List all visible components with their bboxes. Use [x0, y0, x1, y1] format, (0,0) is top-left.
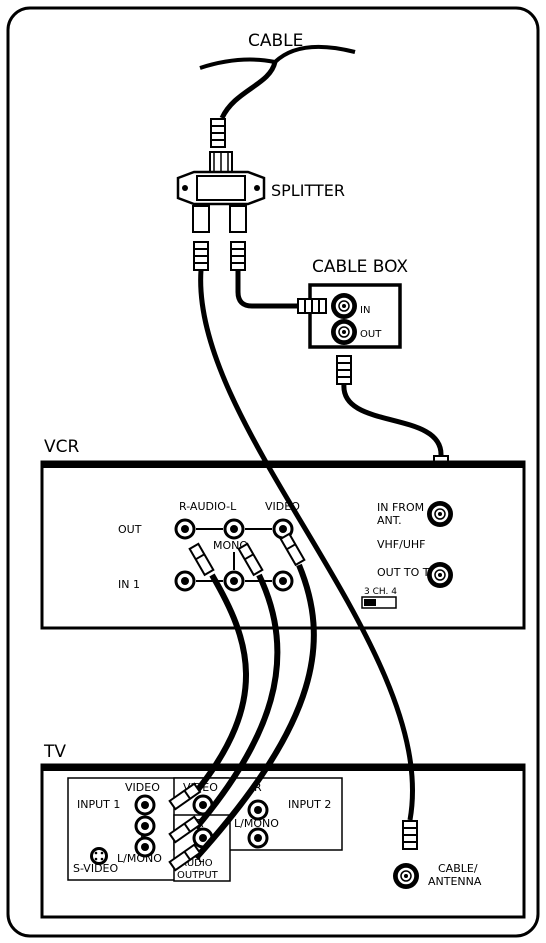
cable-label: CABLE [248, 31, 303, 51]
vcr-in1-l-jack [223, 570, 245, 592]
splitter-to-box-cable [235, 270, 300, 309]
tv-svideo-label: S-VIDEO [73, 862, 118, 875]
vcr-out-to-tv-label: OUT TO TV [377, 566, 438, 579]
box-to-vcr-cable [341, 383, 444, 456]
tv-cable-antenna-label-1: CABLE/ [438, 862, 478, 875]
cable-to-splitter [219, 61, 278, 120]
rca-plug-tv-2 [168, 815, 202, 844]
tv-input1-r-jack [134, 815, 156, 837]
vcr-out-r-jack [174, 518, 196, 540]
vcr-video-cable [193, 563, 317, 861]
splitter [176, 170, 266, 206]
cable-box-in-label: IN [360, 305, 370, 316]
tv-audio-output-label-1: AUDIO [180, 858, 213, 869]
rca-plug-tv-1 [168, 782, 202, 811]
splitter-out2-connector [230, 241, 246, 271]
rca-plug-vcr-video [279, 532, 306, 567]
tv-lmono2-label: L/MONO [234, 817, 279, 830]
cable-connector [210, 118, 226, 148]
rca-plug-vcr-r [188, 542, 215, 577]
vcr-audio-l-cable [193, 573, 281, 830]
tv-video1-label: VIDEO [125, 781, 160, 794]
tv-audio-output-label-2: OUTPUT [177, 870, 219, 881]
vcr-in-from-label-1: IN FROM [377, 501, 424, 514]
box-out-connector [336, 355, 352, 385]
vcr-audio-r-cable [193, 573, 249, 794]
rca-plug-vcr-l [237, 542, 264, 577]
tv-r1-label: R [140, 830, 148, 843]
splitter-label: SPLITTER [271, 181, 345, 200]
vcr-antenna-in-jack [426, 500, 454, 528]
vcr-vhf-uhf-label: VHF/UHF [377, 538, 425, 551]
vcr-in1-label: IN 1 [118, 578, 140, 591]
tv-l-center-label: L [198, 852, 205, 865]
splitter-out1-connector [193, 241, 209, 271]
vcr-in1-video-jack [272, 570, 294, 592]
tv-r2-label: R [254, 781, 262, 794]
rca-plug-tv-3 [168, 843, 202, 872]
tv-antenna-connector [402, 820, 418, 850]
tv-input2-label: INPUT 2 [288, 798, 331, 811]
vcr-in-from-label-2: ANT. [377, 514, 402, 527]
cable-box-out-jack [330, 318, 358, 346]
tv-cable-antenna-jack [392, 862, 420, 890]
cable-box-label: CABLE BOX [312, 257, 408, 277]
tv-input1-video-jack [134, 794, 156, 816]
cable-box-in-jack [330, 292, 358, 320]
tv-cable-antenna-label-2: ANTENNA [428, 875, 482, 888]
tv-svideo-jack [90, 847, 108, 865]
vcr-in1-r-jack [174, 570, 196, 592]
incoming-cable-line [199, 44, 356, 70]
tv-input1-l-jack [134, 836, 156, 858]
vcr-channel-switch[interactable] [361, 596, 397, 609]
box-in-connector [297, 298, 327, 314]
splitter-to-tv-cable [198, 269, 415, 821]
cable-box-out-label: OUT [360, 329, 382, 340]
vcr-out-label: OUT [118, 523, 142, 536]
tv-label: TV [43, 742, 66, 762]
tv-input2-l-jack [247, 827, 269, 849]
vcr-out-l-jack [223, 518, 245, 540]
vcr-label: VCR [44, 437, 79, 457]
tv-input1-label: INPUT 1 [77, 798, 120, 811]
tv-input2-r-jack [247, 799, 269, 821]
vcr-channel-label: 3 CH. 4 [364, 587, 397, 597]
vcr-r-audio-l-label: R-AUDIO-L [179, 500, 237, 513]
vcr-out-to-tv-jack [426, 561, 454, 589]
